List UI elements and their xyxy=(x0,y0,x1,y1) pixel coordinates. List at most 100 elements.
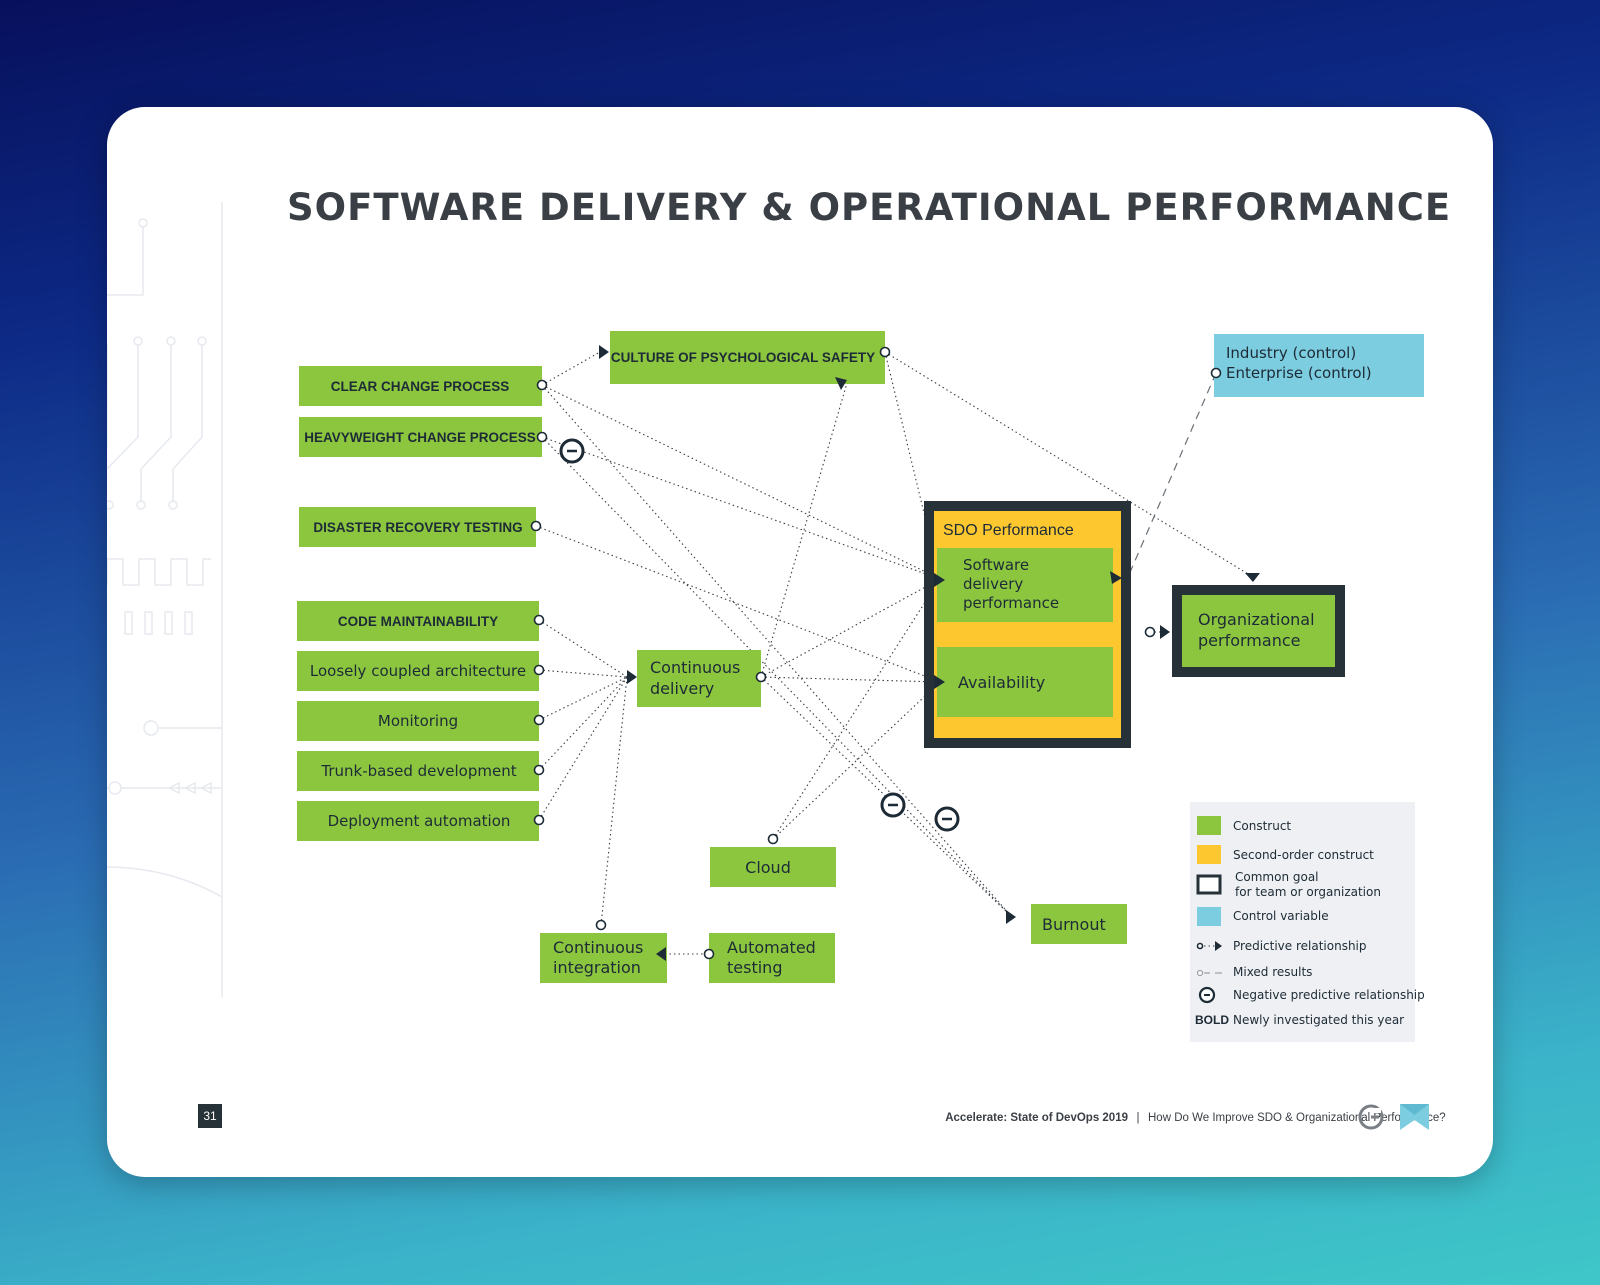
arrowhead-icon xyxy=(1245,573,1260,582)
footer-report-title: Accelerate: State of DevOps 2019 xyxy=(945,1112,1128,1124)
construct-cloud: Cloud xyxy=(710,847,836,887)
arrowhead-icon xyxy=(934,675,945,689)
negative-relationship-icon xyxy=(880,792,906,818)
legend-second-order: Second-order construct xyxy=(1233,848,1374,862)
arrowhead-icon xyxy=(656,947,666,961)
legend-bold-desc: Newly investigated this year xyxy=(1233,1013,1404,1027)
edge-code-to-cd xyxy=(538,619,628,678)
edge-heavyweight-to-sdp xyxy=(541,436,941,580)
construct-disaster-recovery-testing: DISASTER RECOVERY TESTING xyxy=(299,507,536,547)
deploy-label: Deployment automation xyxy=(328,812,511,830)
legend-predictive: Predictive relationship xyxy=(1233,939,1367,953)
ci-label-1: Continuous xyxy=(553,938,643,957)
construct-continuous-delivery: Continuous delivery xyxy=(637,650,761,707)
negative-relationship-icon xyxy=(934,806,960,832)
edge-trunk-to-cd xyxy=(538,676,628,771)
arrowhead-icon xyxy=(627,670,637,684)
edge-cd-to-availability xyxy=(760,676,941,683)
edge-cloud-to-availability xyxy=(772,681,941,840)
legend-mixed: Mixed results xyxy=(1233,965,1312,979)
legend-construct: Construct xyxy=(1233,819,1291,833)
control-variable-box: Industry (control) Enterprise (control) xyxy=(1214,334,1424,397)
arrowhead-icon xyxy=(1160,625,1170,639)
g-logo-icon xyxy=(1358,1104,1384,1130)
sdp-label-2: delivery xyxy=(963,575,1023,593)
footer: 31 Accelerate: State of DevOps 2019 | Ho… xyxy=(198,1104,1446,1130)
construct-culture-of-psychological-safety: CULTURE OF PSYCHOLOGICAL SAFETY xyxy=(610,331,885,384)
page-title: SOFTWARE DELIVERY & OPERATIONAL PERFORMA… xyxy=(287,186,1451,229)
edge-deploy-to-cd xyxy=(538,676,628,821)
sdo-performance-goal: SDO Performance Software delivery perfor… xyxy=(924,501,1131,748)
control-label-2: Enterprise (control) xyxy=(1226,364,1372,382)
construct-loosely-coupled-architecture: Loosely coupled architecture xyxy=(297,651,539,691)
at-label-2: testing xyxy=(727,958,782,977)
burnout-label: Burnout xyxy=(1042,915,1106,934)
edge-control-to-sdp xyxy=(1127,372,1217,578)
sdo-performance-label: SDO Performance xyxy=(943,522,1074,539)
construct-deployment-automation: Deployment automation xyxy=(297,801,539,841)
edge-loose-to-cd xyxy=(538,669,628,678)
org-label-2: performance xyxy=(1198,631,1300,650)
loose-label: Loosely coupled architecture xyxy=(310,662,526,680)
page-number: 31 xyxy=(203,1109,217,1123)
legend-common-goal-2: for team or organization xyxy=(1235,885,1381,899)
edge-ci-to-cd xyxy=(600,676,628,926)
drt-label: DISASTER RECOVERY TESTING xyxy=(313,520,522,535)
edge-cd-to-sdp xyxy=(760,578,941,678)
arrowhead-icon xyxy=(934,573,945,587)
arrowhead-icon xyxy=(835,377,847,390)
footer-section-title: How Do We Improve SDO & Organizational P… xyxy=(1148,1112,1446,1124)
heavyweight-change-label: HEAVYWEIGHT CHANGE PROCESS xyxy=(304,430,536,445)
construct-clear-change-process: CLEAR CHANGE PROCESS xyxy=(299,366,542,406)
construct-automated-testing: Automated testing xyxy=(709,933,835,983)
page-number-badge xyxy=(198,1104,222,1128)
bookmark-icon xyxy=(1400,1104,1429,1130)
cd-label-2: delivery xyxy=(650,679,714,698)
legend-bold-key: BOLD xyxy=(1195,1013,1229,1027)
legend-common-goal-1: Common goal xyxy=(1235,870,1319,884)
at-label-1: Automated xyxy=(727,938,816,957)
cloud-label: Cloud xyxy=(745,858,791,877)
legend-second-order-swatch xyxy=(1197,845,1221,864)
organizational-performance-goal: Organizational performance xyxy=(1172,585,1345,677)
clear-change-label: CLEAR CHANGE PROCESS xyxy=(331,379,510,394)
construct-trunk-based-development: Trunk-based development xyxy=(297,751,539,791)
trunk-label: Trunk-based development xyxy=(320,762,516,780)
construct-availability xyxy=(937,647,1113,717)
construct-burnout: Burnout xyxy=(1031,904,1127,944)
report-page: SOFTWARE DELIVERY & OPERATIONAL PERFORMA… xyxy=(107,107,1493,1177)
arrowheads xyxy=(599,345,1260,961)
edge-cd-to-culture xyxy=(760,382,848,678)
arrowhead-icon xyxy=(599,345,609,359)
edge-drt-to-availability xyxy=(535,525,941,683)
construct-continuous-integration: Continuous integration xyxy=(540,933,667,983)
legend-control-swatch xyxy=(1197,907,1221,926)
availability-label: Availability xyxy=(958,673,1045,692)
edge-clear-to-sdp xyxy=(541,384,941,580)
edge-cd-to-burnout xyxy=(760,676,1013,918)
edge-cloud-to-sdp xyxy=(772,578,941,840)
construct-heavyweight-change-process: HEAVYWEIGHT CHANGE PROCESS xyxy=(299,417,542,457)
legend: Construct Second-order construct Common … xyxy=(1190,802,1425,1042)
arrowhead-icon xyxy=(1006,910,1016,924)
construct-software-delivery-performance xyxy=(937,548,1113,622)
edge-clear-to-culture xyxy=(541,351,601,386)
legend-common-goal-swatch xyxy=(1196,874,1222,895)
control-label-1: Industry (control) xyxy=(1226,344,1356,362)
sdp-label-3: performance xyxy=(963,594,1059,612)
footer-separator: | xyxy=(1137,1112,1140,1124)
circuit-decoration xyxy=(107,202,223,997)
code-maint-label: CODE MAINTAINABILITY xyxy=(338,614,498,629)
ci-label-2: integration xyxy=(553,958,641,977)
legend-control: Control variable xyxy=(1233,909,1329,923)
arrowhead-icon xyxy=(1110,571,1122,584)
legend-construct-swatch xyxy=(1197,816,1221,835)
edge-monitoring-to-cd xyxy=(538,676,628,721)
legend-negative: Negative predictive relationship xyxy=(1233,988,1425,1002)
org-label-1: Organizational xyxy=(1198,610,1315,629)
relationship-edges xyxy=(535,351,1254,955)
ports xyxy=(530,346,1222,960)
edge-clear-to-burnout xyxy=(541,384,1013,918)
cd-label-1: Continuous xyxy=(650,658,740,677)
monitoring-label: Monitoring xyxy=(378,712,458,730)
